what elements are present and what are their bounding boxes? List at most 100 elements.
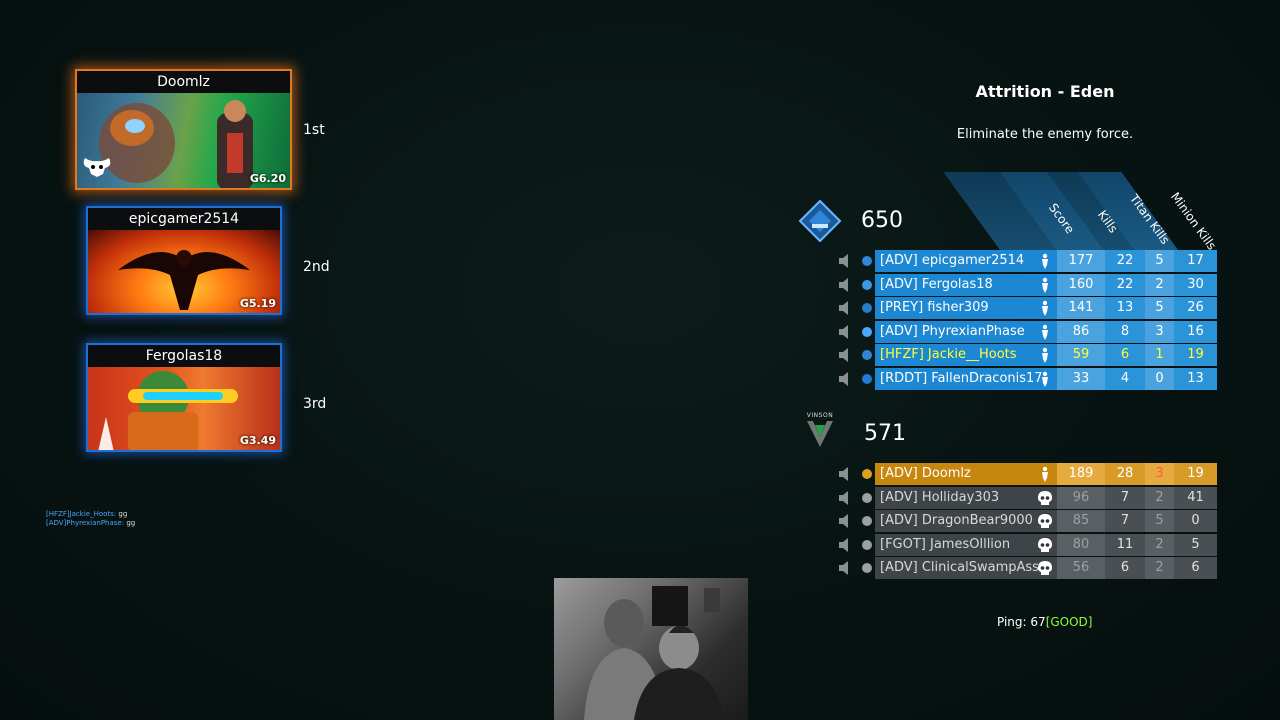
webcam-overlay [554, 578, 748, 720]
player-kills: 8 [1105, 320, 1145, 343]
pilot-icon [1037, 277, 1053, 293]
speaker-icon[interactable] [838, 466, 852, 482]
player-name: [ADV] PhyrexianPhase [875, 320, 1057, 343]
podium-name: epicgamer2514 [88, 208, 280, 230]
faction-icon [860, 348, 874, 362]
chat-log: [HFZF]Jackie_Hoots: gg [ADV]PhyrexianPha… [46, 510, 135, 528]
pilot-icon [1037, 347, 1053, 364]
pilots-illustration [99, 100, 253, 188]
speaker-icon[interactable] [838, 490, 852, 506]
pilot-icon [1037, 466, 1053, 482]
speaker-icon[interactable] [838, 324, 852, 340]
podium-card-3: Fergolas18 G3.49 [86, 343, 282, 452]
match-objective: Eliminate the enemy force. [956, 127, 1134, 142]
generation-badge: G5.19 [239, 297, 276, 310]
speaker-icon[interactable] [838, 560, 852, 576]
player-kills: 7 [1105, 486, 1145, 509]
player-minion-kills: 17 [1174, 250, 1217, 272]
player-kills: 28 [1105, 463, 1145, 485]
pilot-icon [1037, 253, 1053, 269]
player-name: [FGOT] JamesOlllion [875, 533, 1057, 556]
player-kills: 11 [1105, 533, 1145, 556]
player-kills: 7 [1105, 510, 1145, 533]
player-titan-kills: 3 [1145, 463, 1174, 485]
player-minion-kills: 6 [1174, 557, 1217, 580]
player-minion-kills: 19 [1174, 344, 1217, 367]
faction-icon [860, 301, 874, 315]
ping-value: 67 [1030, 615, 1046, 629]
player-kills: 22 [1105, 273, 1145, 296]
player-minion-kills: 5 [1174, 533, 1217, 556]
chat-author: [ADV]PhyrexianPhase: [46, 519, 125, 527]
player-score: 86 [1057, 320, 1105, 343]
team-2-logo-text: VINSON [806, 412, 834, 419]
player-score: 56 [1057, 557, 1105, 580]
speaker-icon[interactable] [838, 371, 852, 387]
faction-icon [860, 278, 874, 292]
generation-badge: G6.20 [249, 172, 286, 185]
speaker-icon[interactable] [838, 253, 852, 269]
chat-line: [ADV]PhyrexianPhase: gg [46, 519, 135, 528]
column-minion-kills: Minion Kills [1168, 190, 1219, 253]
ping-readout: Ping: 67[GOOD] [997, 615, 1092, 629]
player-minion-kills: 41 [1174, 486, 1217, 509]
player-kills: 22 [1105, 250, 1145, 272]
player-score: 85 [1057, 510, 1105, 533]
faction-icon [860, 254, 874, 268]
faction-icon [860, 538, 874, 552]
player-titan-kills: 5 [1145, 510, 1174, 533]
player-titan-kills: 0 [1145, 368, 1174, 390]
webcam-people [584, 586, 724, 720]
pilot-icon [1037, 371, 1053, 387]
player-score: 160 [1057, 273, 1105, 296]
pilot-icon [1037, 300, 1053, 317]
chat-line: [HFZF]Jackie_Hoots: gg [46, 510, 135, 519]
player-titan-kills: 1 [1145, 344, 1174, 367]
podium-art [88, 230, 280, 313]
chat-message: gg [118, 510, 128, 518]
player-titan-kills: 5 [1145, 297, 1174, 320]
player-name: [ADV] epicgamer2514 [875, 250, 1057, 272]
player-titan-kills: 3 [1145, 320, 1174, 343]
player-minion-kills: 19 [1174, 463, 1217, 485]
player-minion-kills: 13 [1174, 368, 1217, 390]
podium-card-1: Doomlz G6.20 [75, 69, 292, 190]
speaker-icon[interactable] [838, 347, 852, 363]
faction-icon [860, 372, 874, 386]
pilot-icon [1037, 324, 1053, 340]
player-minion-kills: 16 [1174, 320, 1217, 343]
podium-art [77, 93, 290, 188]
speaker-icon[interactable] [838, 513, 852, 529]
team-2-emblem: VINSON [804, 412, 836, 453]
skull-icon [1037, 537, 1053, 553]
player-name: [ADV] Fergolas18 [875, 273, 1057, 296]
player-name: [ADV] Holliday303 [875, 486, 1057, 509]
player-minion-kills: 0 [1174, 510, 1217, 533]
player-name: [ADV] Doomlz [875, 463, 1057, 485]
player-minion-kills: 26 [1174, 297, 1217, 320]
player-kills: 4 [1105, 368, 1145, 390]
chat-message: gg [126, 519, 136, 527]
player-score: 33 [1057, 368, 1105, 390]
player-name: [ADV] DragonBear9000 [875, 510, 1057, 533]
player-name: [HFZF] Jackie__Hoots [875, 344, 1057, 367]
speaker-icon[interactable] [838, 537, 852, 553]
faction-icon [860, 325, 874, 339]
speaker-icon[interactable] [838, 277, 852, 293]
skull-icon [1037, 513, 1053, 529]
team-1-score: 650 [861, 208, 903, 233]
faction-icon [860, 491, 874, 505]
speaker-icon[interactable] [838, 300, 852, 316]
team-1-emblem [798, 199, 842, 246]
